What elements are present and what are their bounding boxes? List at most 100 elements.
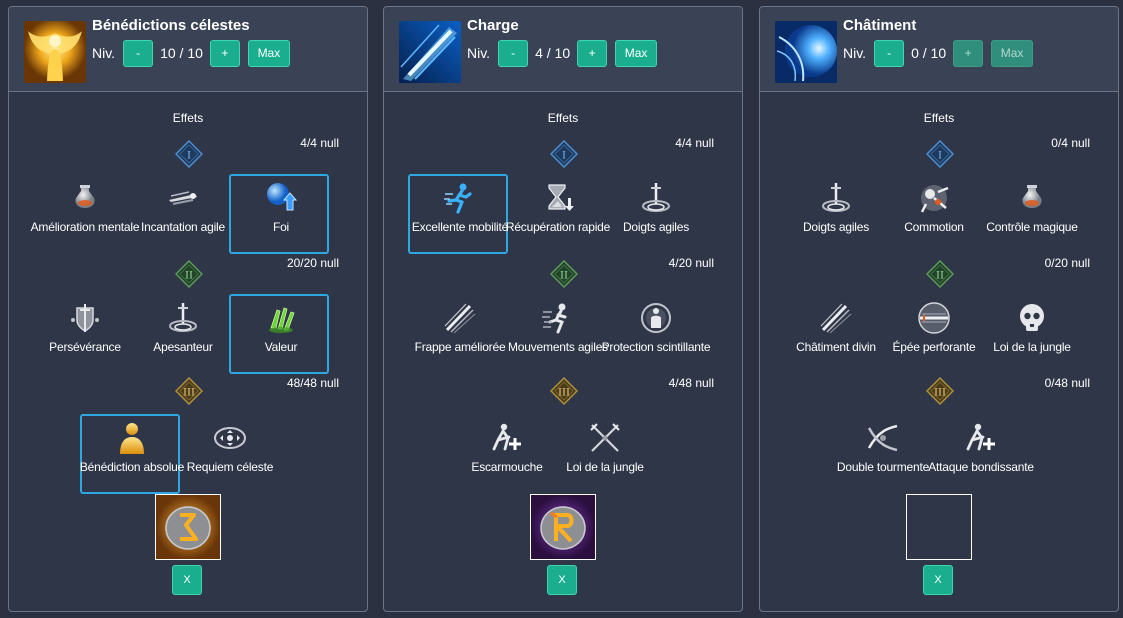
level-value: 4 / 10 xyxy=(535,45,571,61)
effect-node[interactable]: Mouvements agiles xyxy=(506,294,608,374)
effect-node[interactable]: Foi xyxy=(229,174,329,254)
tier-points-count: 4/20 null xyxy=(668,256,714,270)
effect-node-label: Doigts agiles xyxy=(622,220,690,234)
tier-points-count: 4/4 null xyxy=(300,136,339,150)
effect-node[interactable]: Apesanteur xyxy=(131,294,231,374)
tier-points-count: 0/20 null xyxy=(1044,256,1090,270)
tier-ii-icon: II xyxy=(175,260,203,288)
effect-node[interactable]: Doigts agiles xyxy=(784,174,884,254)
golden-figure-icon xyxy=(114,420,150,456)
effect-node-label: Châtiment divin xyxy=(796,340,876,354)
tier-ii-icon: II xyxy=(926,260,954,288)
slash-icon xyxy=(818,300,854,336)
svg-text:I: I xyxy=(187,148,191,162)
shield-figure-icon xyxy=(638,300,674,336)
rune-remove-button[interactable]: X xyxy=(547,565,577,595)
effect-node-label: Protection scintillante xyxy=(601,340,711,354)
effect-node[interactable]: Protection scintillante xyxy=(602,294,711,374)
level-max-button[interactable]: Max xyxy=(247,39,290,67)
sword-swirl-icon xyxy=(638,180,674,216)
effect-node-label: Loi de la jungle xyxy=(566,460,644,474)
effect-node-label: Escarmouche xyxy=(471,460,543,474)
svg-text:II: II xyxy=(936,268,944,282)
impact-icon xyxy=(916,180,952,216)
rune-slot-empty[interactable] xyxy=(906,494,972,560)
blue-sphere-icon xyxy=(775,21,837,83)
effect-node-label: Mouvements agiles xyxy=(508,340,608,354)
effect-node[interactable]: Amélioration mentale xyxy=(31,174,140,254)
lunge-plus-icon xyxy=(963,420,999,456)
level-increase-button[interactable]: + xyxy=(953,39,984,67)
effect-node-label: Récupération rapide xyxy=(505,220,611,234)
effects-label: Effets xyxy=(923,111,955,125)
svg-text:II: II xyxy=(185,268,193,282)
level-max-button[interactable]: Max xyxy=(615,39,658,67)
effect-node[interactable]: Excellente mobilité xyxy=(408,174,508,254)
effect-node[interactable]: Loi de la jungle xyxy=(553,414,653,494)
level-controls: Niv.-4 / 10+Max xyxy=(467,39,658,67)
double-slash-icon xyxy=(865,420,901,456)
effect-node[interactable]: Bénédiction absolue xyxy=(80,414,184,494)
tier-iii-icon: III xyxy=(175,377,203,405)
effect-node[interactable]: Double tourmente xyxy=(831,414,931,494)
tier-ii-icon: II xyxy=(550,260,578,288)
svg-text:III: III xyxy=(934,385,946,399)
level-decrease-button[interactable]: - xyxy=(123,39,154,67)
level-value: 10 / 10 xyxy=(160,45,203,61)
effect-node[interactable]: Incantation agile xyxy=(131,174,231,254)
effect-node-label: Attaque bondissante xyxy=(928,460,1034,474)
level-max-button[interactable]: Max xyxy=(991,39,1034,67)
effect-node[interactable]: Attaque bondissante xyxy=(928,414,1034,494)
effect-node-label: Loi de la jungle xyxy=(993,340,1071,354)
tier-iii-icon: III xyxy=(550,377,578,405)
svg-text:III: III xyxy=(183,385,195,399)
effect-node-label: Doigts agiles xyxy=(802,220,870,234)
effect-node-label: Foi xyxy=(272,220,290,234)
effect-node[interactable]: Contrôle magique xyxy=(980,174,1080,254)
tier-i-icon: I xyxy=(550,140,578,168)
level-increase-button[interactable]: + xyxy=(577,39,608,67)
effect-node[interactable]: Escarmouche xyxy=(455,414,555,494)
swift-cast-icon xyxy=(165,180,201,216)
effect-node[interactable]: Persévérance xyxy=(33,294,133,374)
orange-rune-icon[interactable] xyxy=(155,494,221,560)
effect-node-label: Frappe améliorée xyxy=(414,340,506,354)
effect-node[interactable]: Requiem céleste xyxy=(178,414,278,494)
tier-iii-icon: III xyxy=(926,377,954,405)
rune-remove-button[interactable]: X xyxy=(923,565,953,595)
skill-title: Châtiment xyxy=(843,17,917,34)
effect-node[interactable]: Récupération rapide xyxy=(506,174,610,254)
skill-title: Charge xyxy=(467,17,519,34)
rune-remove-button[interactable]: X xyxy=(172,565,202,595)
effect-node[interactable]: Épée perforante xyxy=(882,294,982,374)
level-decrease-button[interactable]: - xyxy=(498,39,529,67)
tier-points-count: 4/4 null xyxy=(675,136,714,150)
effect-node[interactable]: Châtiment divin xyxy=(784,294,884,374)
tier-points-count: 4/48 null xyxy=(668,376,714,390)
effect-node-label: Apesanteur xyxy=(153,340,213,354)
potion-icon xyxy=(67,180,103,216)
purple-rune-icon[interactable] xyxy=(530,494,596,560)
effects-label: Effets xyxy=(172,111,204,125)
blue-streak-icon xyxy=(399,21,461,83)
effect-node-label: Bénédiction absolue xyxy=(79,460,185,474)
effect-node-label: Requiem céleste xyxy=(186,460,274,474)
effect-node-label: Commotion xyxy=(904,220,964,234)
level-decrease-button[interactable]: - xyxy=(874,39,905,67)
level-controls: Niv.-0 / 10+Max xyxy=(843,39,1034,67)
level-increase-button[interactable]: + xyxy=(209,39,240,67)
effect-node-label: Amélioration mentale xyxy=(30,220,140,234)
effect-node[interactable]: Commotion xyxy=(882,174,982,254)
effect-node-label: Contrôle magique xyxy=(986,220,1078,234)
running-figure-icon xyxy=(442,180,478,216)
effect-node[interactable]: Frappe améliorée xyxy=(408,294,508,374)
effect-node-label: Persévérance xyxy=(49,340,121,354)
effect-node[interactable]: Doigts agiles xyxy=(604,174,704,254)
sword-orb-icon xyxy=(916,300,952,336)
svg-text:II: II xyxy=(560,268,568,282)
effect-node[interactable]: Valeur xyxy=(229,294,329,374)
effect-node[interactable]: Loi de la jungle xyxy=(980,294,1080,374)
